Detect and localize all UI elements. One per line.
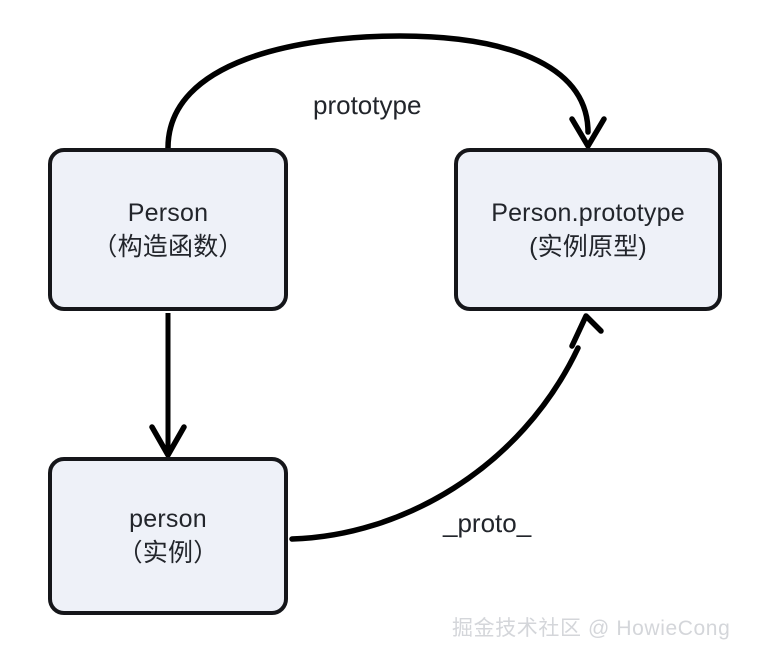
node-person-constructor-title: Person [127,198,209,227]
node-person-prototype[interactable]: Person.prototype (实例原型) [454,148,722,311]
node-person-constructor[interactable]: Person （构造函数） [48,148,288,311]
node-person-instance-subtitle: （实例） [117,539,219,567]
edge-label-proto: _proto_ [443,508,532,538]
node-person-prototype-subtitle: (实例原型) [529,232,647,261]
edge-label-prototype: prototype [313,90,422,120]
node-person-prototype-title: Person.prototype [491,198,685,227]
edge-proto-path [289,345,581,542]
watermark-text: 掘金技术社区 @ HowieCong [452,617,731,640]
edge-proto-arrowhead [569,313,604,349]
node-person-constructor-subtitle: （构造函数） [92,232,244,261]
edge-instance-arrowhead [149,424,187,458]
node-person-instance-title: person [129,505,207,533]
edge-prototype-arrowhead [569,116,607,149]
edge-prototype-path [165,33,591,151]
node-person-instance[interactable]: person （实例） [48,457,288,615]
